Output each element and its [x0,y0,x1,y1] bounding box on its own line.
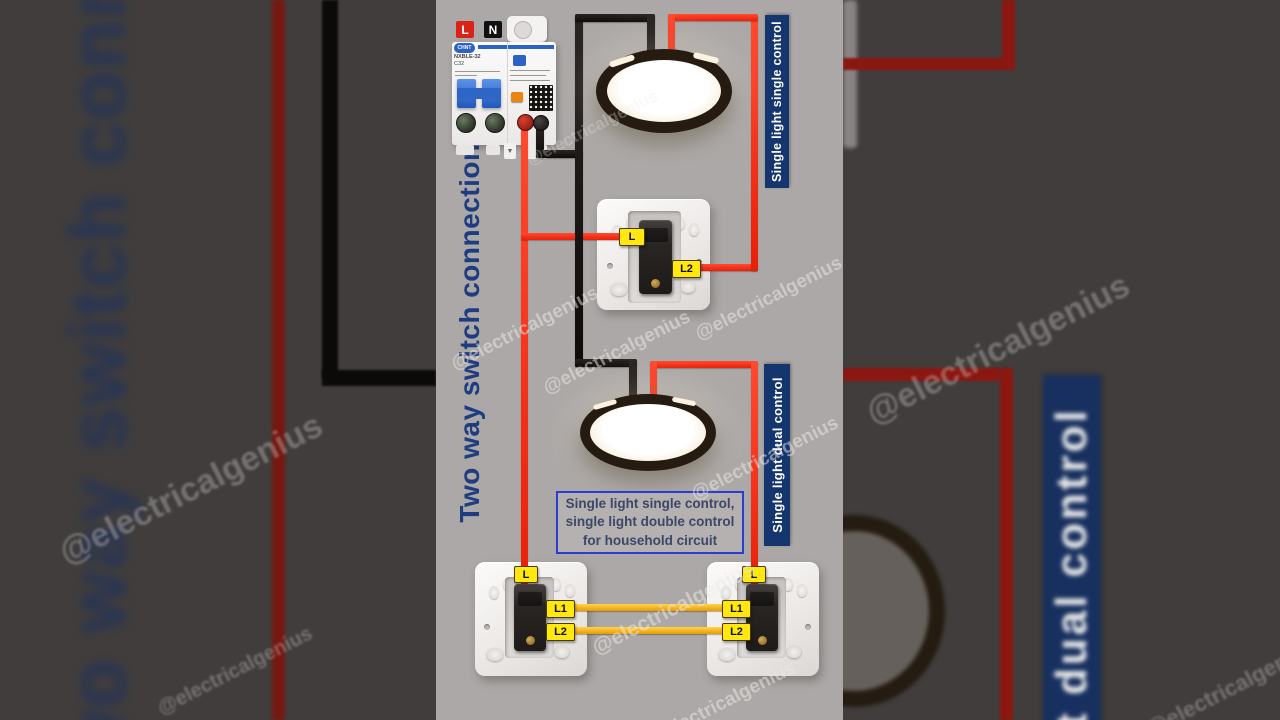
plate-detail [797,584,807,597]
wire-live-to-right-two-way-switch [751,361,758,590]
wire-switched-live-top [668,14,758,21]
watermark: @electricalgenius [154,622,317,720]
breaker-label-line [510,70,550,71]
breaker-test-button [511,92,523,102]
wire-live-light1-drop [668,14,675,56]
wire-neutral-light1-drop [647,14,655,58]
wire-traveler-l2 [540,627,766,634]
background-left: wo way switch conn @electricalgenius @el… [0,0,436,720]
plate-detail [805,624,811,630]
background-red-corner-top-v [1002,0,1015,70]
plate-detail [611,283,627,296]
background-light-fragment [843,515,945,707]
note-line-1: Single light single control, [565,496,735,512]
wire-live-light2-drop [650,361,657,399]
wire-neutral-light2-drop [629,359,637,401]
breaker-bottom-tab [486,145,500,155]
background-red-wire-line [272,0,285,720]
left-switch-live-badge: L [514,566,538,583]
breaker-pole-divider [507,42,508,145]
background-red-corner-bottom-v [1000,368,1013,720]
live-terminal-badge: L [456,21,474,38]
two-way-switch-left-mechanism [514,584,546,651]
plate-detail [783,578,793,591]
neutral-terminal-badge: N [484,21,502,38]
wire-switched-live-l2-out [663,264,758,271]
plate-detail [787,646,801,658]
background-panel-edge [843,0,857,148]
breaker-label-line [510,75,546,76]
breaker-screw-terminal-1 [456,113,476,133]
breaker-bottom-tab [456,145,474,155]
plate-detail [551,578,561,591]
plate-detail [487,648,503,661]
plate-detail [612,225,622,238]
background-red-corner-bottom-h [843,368,1000,381]
one-way-switch-live-badge: L [619,228,645,246]
background-title-fragment: wo way switch conn [52,0,142,720]
note-line-3: for household circuit [582,532,718,548]
plate-detail [719,648,735,661]
plate-detail [689,223,699,236]
plate-detail [607,263,613,269]
diagram-title: Two way switch connection [454,143,485,523]
breaker-qr-code [529,85,553,111]
plate-detail [681,281,695,293]
watermark: @electricalgenius [1142,633,1280,720]
breaker-toggle-tiebar [457,88,501,99]
right-switch-l2-badge: L2 [722,623,751,641]
wire-neutral-breaker-drop [536,127,544,158]
breaker-arrow-tag: ▼ [504,143,516,159]
right-switch-l1-badge: L1 [722,600,751,618]
wire-switched-live-riser [751,14,758,271]
background-right: ht dual control @electricalgenius @elect… [843,0,1280,720]
background-black-wire-horizontal [322,370,436,386]
wire-neutral-elbow [536,150,583,158]
breaker-label-line [455,71,483,72]
breaker-mount-screw [514,21,532,39]
left-switch-l1-badge: L1 [546,600,575,618]
background-black-wire-vertical [322,0,338,378]
wire-neutral-top [575,14,655,22]
breaker-label-line [480,71,500,72]
plate-detail [484,624,490,630]
plate-detail [555,646,569,658]
plate-detail [565,584,575,597]
breaker-blue-band [478,45,554,49]
breaker-neutral-wire-terminal [533,115,549,131]
breaker-brand-logo: CHNT [454,43,475,53]
wire-neutral-riser [575,14,583,367]
wire-traveler-l1 [540,604,766,611]
breaker-label-line [455,75,477,76]
plate-detail [489,586,499,599]
breaker-label-line [510,80,550,81]
one-way-switch-l2-badge: L2 [672,260,701,278]
single-control-banner: Single light single control [765,15,789,188]
breaker-model-text: NXBLE-32 [454,54,481,60]
wire-live-light2-horizontal [650,361,758,368]
breaker-blue-button [513,55,526,66]
wire-neutral-light2-horizontal [575,359,637,367]
wire-live-branch-to-one-way-switch [521,233,646,240]
left-switch-l2-badge: L2 [546,623,575,641]
background-banner-fragment: ht dual control [1043,375,1101,720]
background-red-corner-top-h [843,58,1003,70]
breaker-live-wire-terminal [517,114,534,131]
right-switch-live-badge: L [742,566,766,583]
plate-detail [721,586,731,599]
note-box: Single light single control, single ligh… [556,491,744,554]
breaker-rating-text: C32 [454,61,465,67]
two-way-switch-right-mechanism [746,584,778,651]
wire-live-breaker-drop [521,127,528,590]
note-line-2: single light double control [565,514,735,530]
breaker-screw-terminal-2 [485,113,505,133]
